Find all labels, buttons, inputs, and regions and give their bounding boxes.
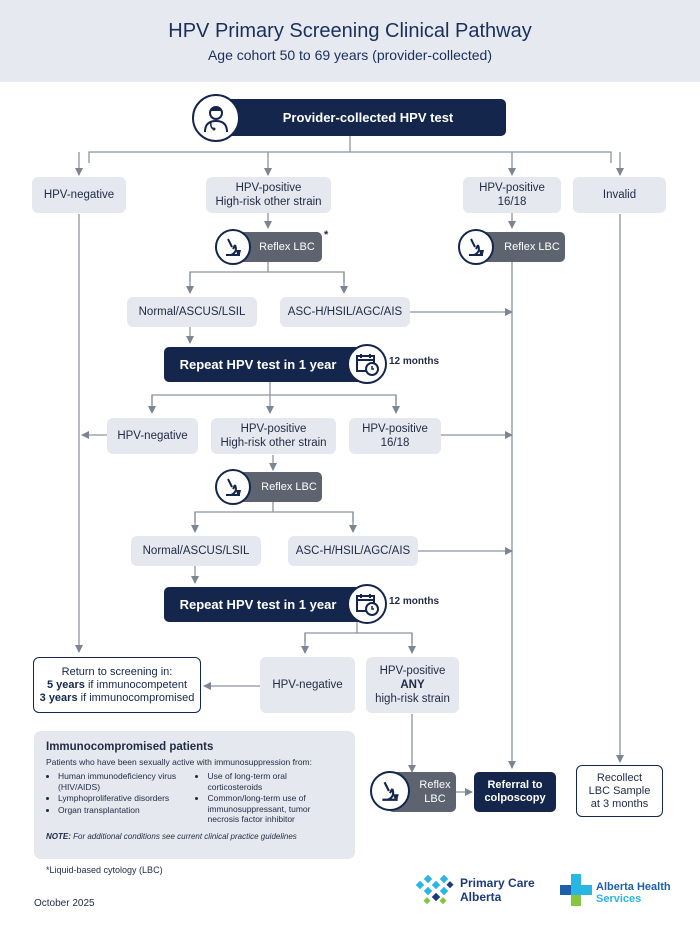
repeat-hpv-test-label: Repeat HPV test in 1 year bbox=[179, 356, 337, 372]
condition-item: Organ transplantation bbox=[58, 805, 195, 816]
publication-date: October 2025 bbox=[34, 898, 95, 909]
ahs-wordmark: Alberta Health Services bbox=[596, 881, 671, 905]
strain-1618-label: 16/18 bbox=[380, 437, 410, 449]
high-risk-other-strain-label: High-risk other strain bbox=[220, 437, 327, 449]
ahs-line2: Services bbox=[596, 893, 642, 905]
header-banner: HPV Primary Screening Clinical Pathway A… bbox=[0, 0, 700, 82]
hpv-negative-label-3: HPV-negative bbox=[272, 679, 343, 691]
ahs-line1: Alberta Health bbox=[596, 881, 671, 893]
return-5-years-line: 5 years if immunocompetent bbox=[47, 679, 187, 692]
asch-hsil-agc-ais-box-2: ASC-H/HSIL/AGC/AIS bbox=[288, 536, 418, 566]
provider-collected-test-box: Provider-collected HPV test bbox=[200, 99, 506, 136]
hpv-negative-label-1: HPV-negative bbox=[43, 189, 115, 201]
any-label: ANY bbox=[400, 679, 425, 691]
months-label-1: 12 months bbox=[389, 356, 440, 367]
hpv-negative-label-2: HPV-negative bbox=[117, 430, 188, 442]
hpv-negative-box-3: HPV-negative bbox=[260, 657, 355, 713]
repeat-hpv-test-box-2: Repeat HPV test in 1 year bbox=[164, 587, 376, 622]
lbc-footnote: *Liquid-based cytology (LBC) bbox=[46, 865, 163, 875]
recollect-label: Recollect bbox=[596, 771, 643, 784]
three-years-label: 3 years bbox=[39, 691, 78, 704]
calendar-clock-icon bbox=[347, 584, 387, 624]
normal-ascus-lsil-label: Normal/ASCUS/LSIL bbox=[142, 545, 250, 557]
high-risk-other-strain-label: High-risk other strain bbox=[215, 196, 322, 208]
reflex-lbc-label: Reflex LBC bbox=[504, 241, 560, 253]
immunocompromised-intro: Patients who have been sexually active w… bbox=[46, 757, 312, 767]
return-to-screening-heading: Return to screening in: bbox=[61, 665, 173, 678]
colposcopy-label: colposcopy bbox=[484, 792, 546, 804]
hpv-positive-label: HPV-positive bbox=[362, 423, 428, 435]
months-label-2: 12 months bbox=[389, 596, 440, 607]
hpv-positive-label: HPV-positive bbox=[235, 182, 302, 194]
primary-care-alberta-logo-icon bbox=[415, 874, 454, 905]
referral-label: Referral to bbox=[487, 779, 543, 791]
normal-ascus-lsil-box-1: Normal/ASCUS/LSIL bbox=[127, 297, 257, 327]
microscope-icon bbox=[458, 229, 494, 265]
immunocompetent-label: if immunocompetent bbox=[84, 678, 188, 691]
at-3-months-label: at 3 months bbox=[590, 797, 649, 810]
invalid-box: Invalid bbox=[573, 177, 666, 213]
lbc-label: LBC bbox=[424, 793, 446, 805]
pca-line2: Alberta bbox=[460, 890, 502, 904]
condition-item: Use of long-term oral corticosteroids bbox=[207, 771, 343, 792]
hpv-positive-1618-box-2: HPV-positive 16/18 bbox=[349, 418, 441, 454]
hpv-positive-other-box-2: HPV-positive High-risk other strain bbox=[211, 418, 336, 454]
lbc-sample-label: LBC Sample bbox=[588, 784, 651, 797]
microscope-icon bbox=[215, 229, 251, 265]
referral-to-colposcopy-box: Referral to colposcopy bbox=[474, 772, 556, 812]
pca-line1: Primary Care bbox=[460, 876, 535, 890]
immunocompromised-panel: Immunocompromised patients Patients who … bbox=[34, 731, 355, 859]
hpv-negative-box-1: HPV-negative bbox=[32, 177, 126, 213]
microscope-icon bbox=[215, 469, 251, 505]
condition-item: Lymphoproliferative disorders bbox=[58, 793, 195, 804]
doctor-icon bbox=[192, 94, 240, 142]
hpv-positive-other-box-1: HPV-positive High-risk other strain bbox=[206, 177, 331, 213]
return-to-screening-box: Return to screening in: 5 years if immun… bbox=[33, 657, 201, 713]
hpv-positive-any-box: HPV-positive ANY high-risk strain bbox=[366, 657, 459, 713]
ahs-cross-icon bbox=[560, 874, 592, 906]
calendar-clock-icon bbox=[347, 344, 387, 384]
immunocompromised-label: if immunocompromised bbox=[77, 691, 195, 704]
reflex-lbc-label: Reflex LBC bbox=[259, 241, 315, 253]
recollect-lbc-box: Recollect LBC Sample at 3 months bbox=[576, 765, 663, 817]
lbc-footnote-marker: * bbox=[324, 229, 329, 241]
asch-hsil-agc-ais-label: ASC-H/HSIL/AGC/AIS bbox=[287, 306, 403, 318]
microscope-icon bbox=[370, 771, 410, 811]
page-subtitle: Age cohort 50 to 69 years (provider-coll… bbox=[207, 47, 493, 63]
condition-item: Common/long-term use of immunosuppressan… bbox=[207, 793, 343, 825]
condition-item: Human immunodeficiency virus (HIV/AIDS) bbox=[58, 771, 195, 792]
asch-hsil-agc-ais-box-1: ASC-H/HSIL/AGC/AIS bbox=[280, 297, 410, 327]
reflex-lbc-box-2: Reflex LBC bbox=[477, 232, 565, 262]
return-3-years-line: 3 years if immunocompromised bbox=[40, 692, 195, 705]
note-label: NOTE: bbox=[46, 831, 71, 841]
hpv-positive-1618-box-1: HPV-positive 16/18 bbox=[463, 177, 561, 213]
reflex-lbc-label: Reflex LBC bbox=[261, 481, 317, 493]
page-title: HPV Primary Screening Clinical Pathway bbox=[168, 20, 532, 42]
hpv-positive-label: HPV-positive bbox=[479, 182, 545, 194]
invalid-label: Invalid bbox=[602, 189, 637, 201]
hpv-positive-label: HPV-positive bbox=[240, 423, 307, 435]
hpv-negative-box-2: HPV-negative bbox=[107, 418, 198, 454]
asch-hsil-agc-ais-label: ASC-H/HSIL/AGC/AIS bbox=[295, 545, 411, 557]
immunocompromised-title: Immunocompromised patients bbox=[46, 741, 214, 753]
primary-care-alberta-wordmark: Primary Care Alberta bbox=[460, 876, 535, 904]
normal-ascus-lsil-box-2: Normal/ASCUS/LSIL bbox=[131, 536, 261, 566]
hpv-positive-label: HPV-positive bbox=[379, 665, 446, 677]
repeat-hpv-test-label: Repeat HPV test in 1 year bbox=[179, 596, 337, 612]
repeat-hpv-test-box-1: Repeat HPV test in 1 year bbox=[164, 347, 376, 382]
guideline-note: NOTE: For additional conditions see curr… bbox=[46, 832, 343, 841]
strain-1618-label: 16/18 bbox=[497, 196, 527, 208]
reflex-label: Reflex bbox=[419, 779, 451, 791]
note-text: For additional conditions see current cl… bbox=[70, 831, 297, 841]
normal-ascus-lsil-label: Normal/ASCUS/LSIL bbox=[138, 306, 246, 318]
five-years-label: 5 years bbox=[46, 678, 85, 691]
high-risk-strain-label: high-risk strain bbox=[375, 693, 450, 705]
provider-collected-test-label: Provider-collected HPV test bbox=[282, 109, 454, 125]
